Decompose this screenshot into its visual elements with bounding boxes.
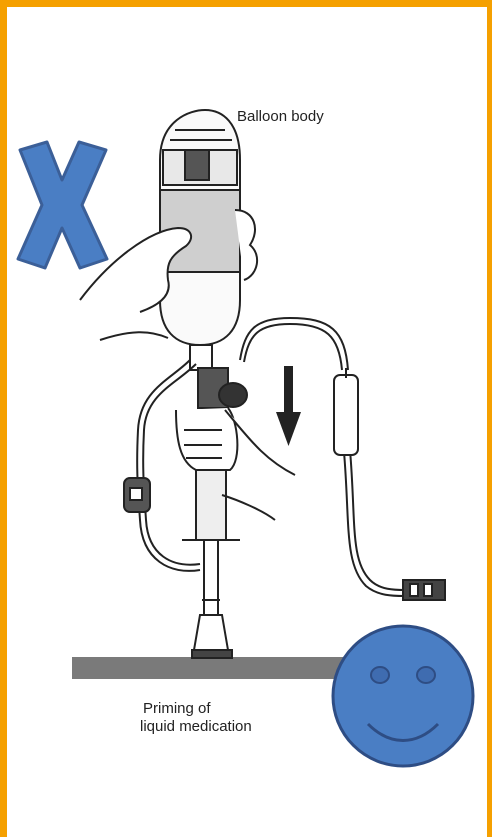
lower-hand — [176, 408, 295, 520]
smiley-face-icon — [333, 626, 473, 766]
tube-clamp — [124, 478, 150, 512]
balloon-body-label: Balloon body — [237, 108, 324, 126]
priming-label-line2: liquid medication — [140, 718, 252, 736]
ground-surface — [72, 657, 360, 679]
priming-label-line1: Priming of — [143, 700, 252, 718]
filter — [334, 368, 358, 455]
down-arrow-icon — [276, 366, 301, 446]
balloon-body — [160, 110, 240, 345]
priming-label: Priming of liquid medication — [143, 700, 252, 736]
balloon-neck — [190, 345, 247, 408]
x-mark-icon — [18, 142, 107, 268]
luer-connector — [403, 580, 445, 600]
